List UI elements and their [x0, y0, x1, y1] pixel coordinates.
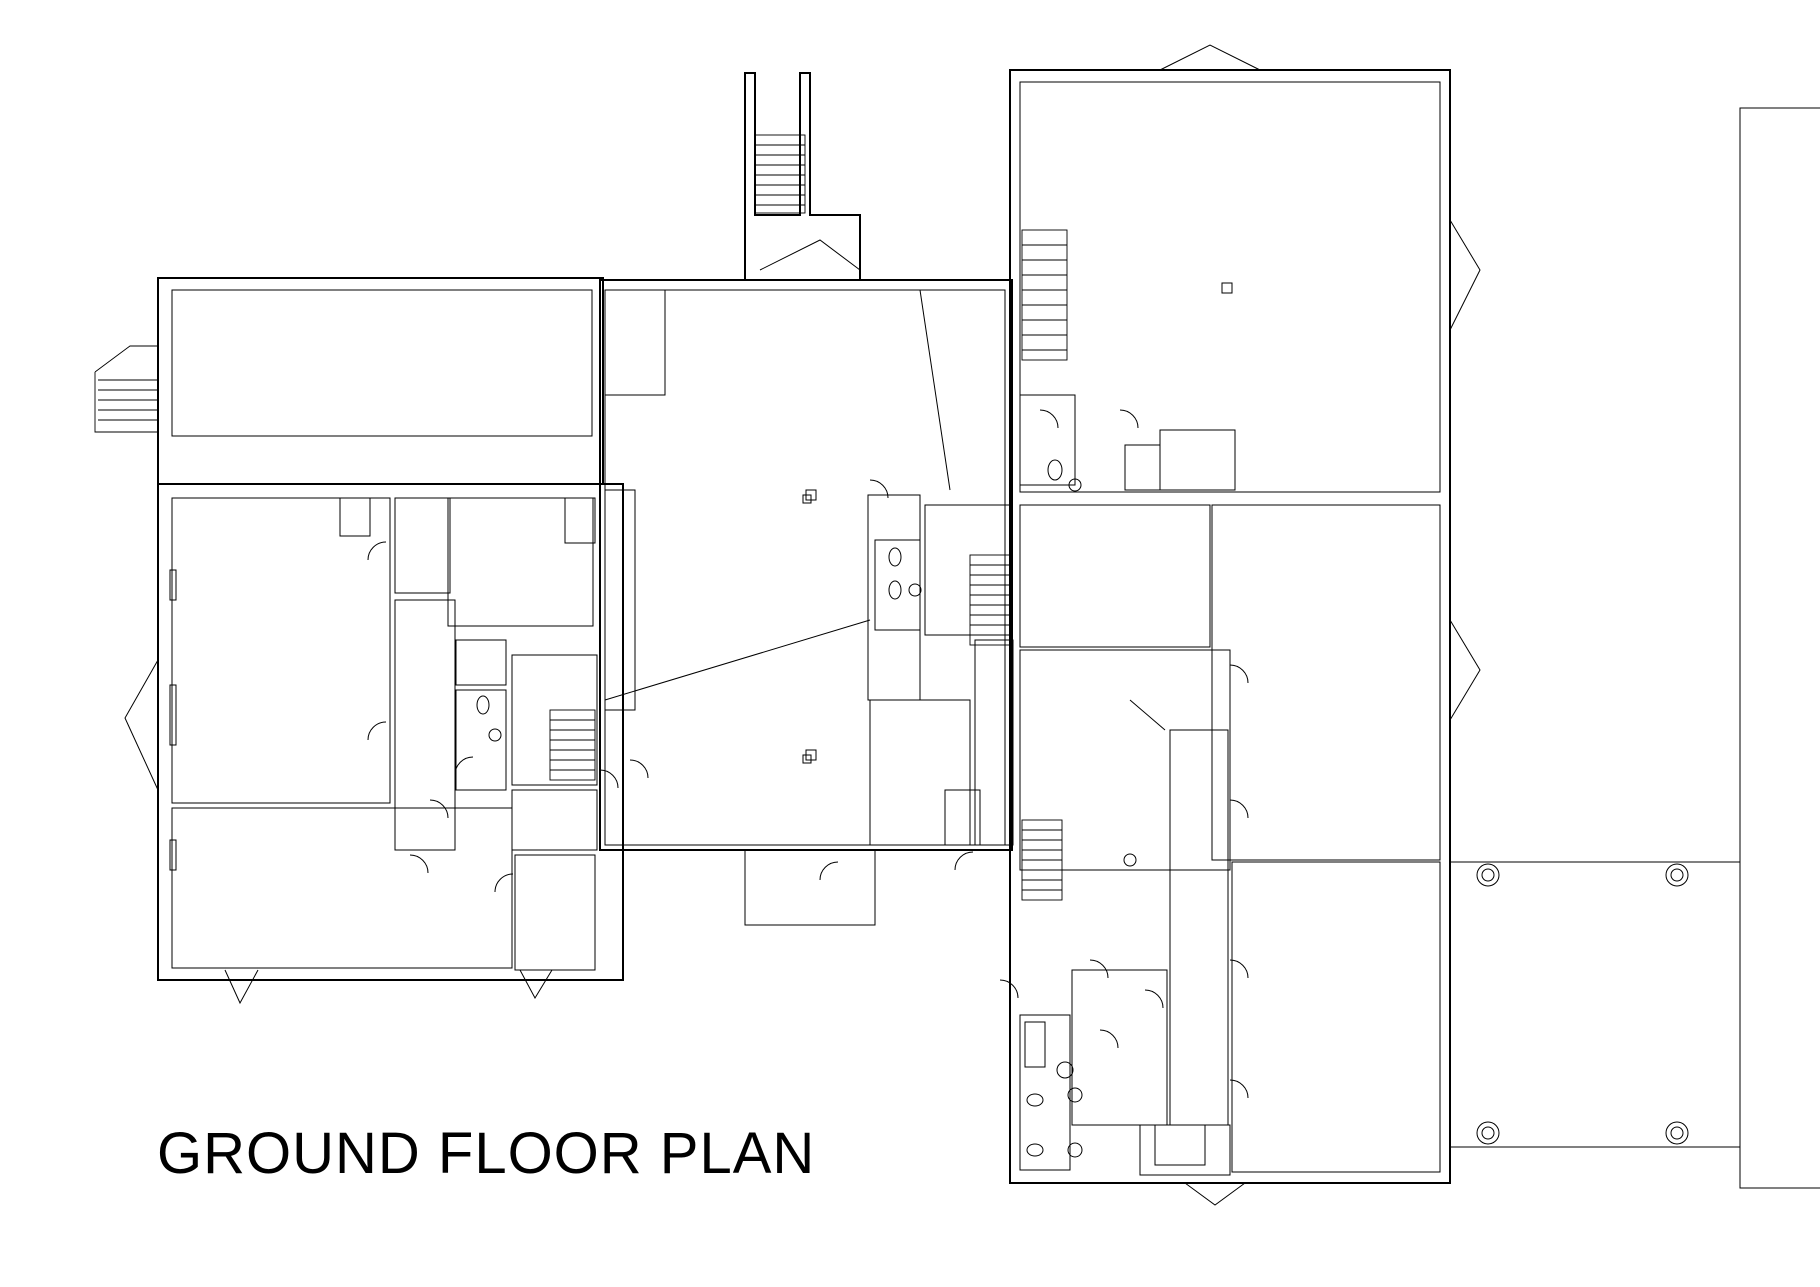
central-block	[599, 72, 1014, 926]
east-store	[1139, 1124, 1231, 1176]
bay-window-west	[124, 659, 159, 791]
stair-left-wing	[549, 709, 596, 781]
north-west-outer-wall	[157, 277, 604, 485]
terrace-outline	[1449, 861, 1741, 1148]
central-small-room	[604, 289, 666, 396]
bay-window-east	[1449, 219, 1481, 331]
room-small-south	[514, 854, 596, 971]
room-tiny-north-1	[339, 497, 371, 537]
central-small-room-se	[944, 789, 981, 846]
east-outer-wall	[1009, 69, 1451, 1184]
column-2	[1665, 863, 1689, 887]
room-tiny-north-2	[394, 497, 451, 594]
column-4	[1665, 1121, 1689, 1145]
north-west-extension	[94, 277, 604, 485]
central-lift	[867, 494, 921, 701]
stair-north-tower	[754, 134, 806, 214]
left-wing	[124, 483, 624, 1005]
stair-east-south	[1021, 819, 1063, 901]
east-small-rooms	[1071, 969, 1168, 1126]
stair-central	[969, 554, 1011, 646]
sanitary-fixtures	[476, 459, 1137, 1158]
small-column-west-1	[169, 569, 177, 601]
east-corridor	[1169, 729, 1229, 1126]
central-corridor-west	[604, 489, 636, 711]
north-tower-bay	[759, 239, 861, 271]
east-diagonal-wall	[1129, 699, 1166, 731]
room-large-west	[171, 497, 391, 804]
bay-window-southwest	[224, 969, 259, 1005]
central-diagonal-wall	[604, 619, 871, 701]
east-wc-2	[1124, 444, 1161, 491]
east-room-upper	[1159, 429, 1236, 491]
east-north-hall	[1019, 81, 1441, 493]
east-toilets	[1019, 1014, 1071, 1171]
bay-window-north	[1159, 44, 1261, 71]
east-room-mid-west	[1019, 504, 1211, 648]
central-column-1	[802, 494, 812, 504]
adjacent-building-outline	[1739, 107, 1820, 1189]
east-wing	[1009, 44, 1481, 1206]
south-canopy	[744, 849, 876, 926]
central-room-e	[974, 639, 1014, 846]
room-upper-middle	[447, 497, 594, 627]
central-toilet-block	[874, 539, 921, 631]
east-hatch-marker-1	[1221, 282, 1233, 294]
central-storage	[869, 699, 971, 846]
bay-window-south	[1184, 1182, 1246, 1206]
east-room-mid-east	[1211, 504, 1441, 861]
room-tiny-east	[564, 497, 596, 544]
bay-window-east-2	[1449, 619, 1481, 721]
covered-terrace	[1449, 861, 1741, 1148]
east-wc-1	[1019, 394, 1076, 486]
adjacent-building	[1739, 107, 1820, 1189]
central-column-2	[802, 754, 812, 764]
column-1	[1476, 863, 1500, 887]
room-small-toilet-left	[455, 689, 507, 791]
north-stair-tower	[744, 72, 861, 280]
east-lift-box	[1154, 1124, 1206, 1166]
central-outer-wall	[599, 279, 1013, 851]
door-swing-south	[519, 969, 553, 1000]
room-lower-middle	[511, 789, 598, 851]
small-column-west-3	[169, 839, 177, 871]
stair-east-north	[1021, 229, 1068, 361]
east-room-se	[1231, 861, 1441, 1173]
drawing-title: GROUND FLOOR PLAN	[157, 1121, 816, 1186]
hatch-marker-1	[805, 489, 817, 501]
central-service	[924, 504, 1011, 636]
room-stair-hall-left	[511, 654, 598, 786]
room-southwest	[171, 807, 513, 969]
room-west-corridor	[394, 599, 456, 851]
east-room-center	[1019, 649, 1231, 871]
column-3	[1476, 1121, 1500, 1145]
small-column-west-2	[169, 684, 177, 746]
hatch-marker-2	[805, 749, 817, 761]
north-west-room	[171, 289, 593, 437]
central-diagonal-wall-2	[919, 289, 951, 491]
door-swings	[367, 409, 1249, 1099]
room-bath-left	[455, 639, 507, 686]
stair-external-west	[94, 345, 159, 433]
